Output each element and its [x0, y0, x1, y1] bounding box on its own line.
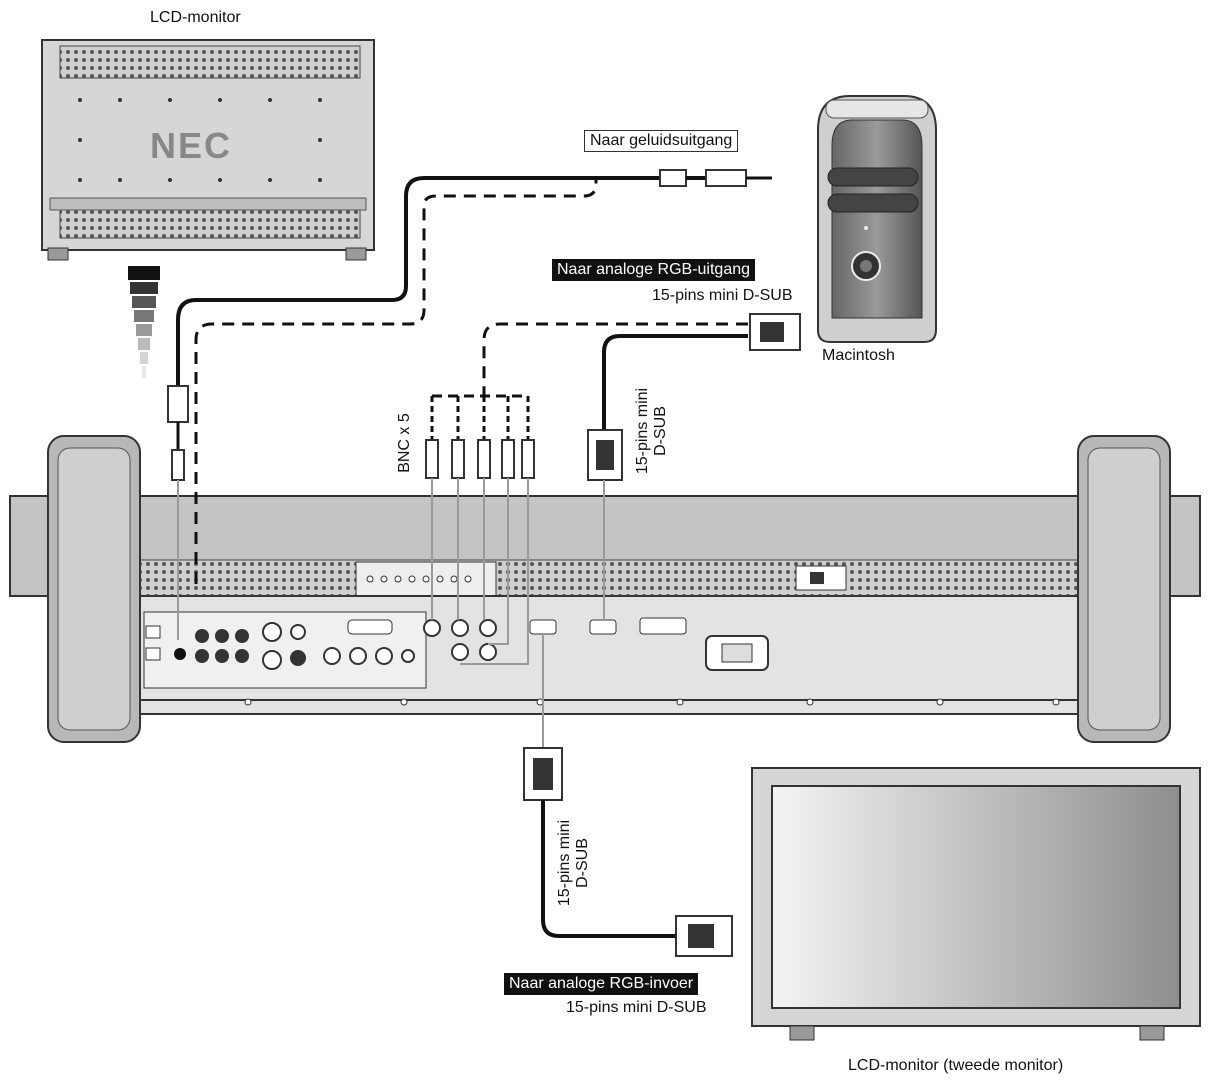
- dsub-connector-second-monitor: [675, 915, 733, 957]
- left-handle: [47, 435, 141, 743]
- vertical-dsub-top-line1: 15-pins mini: [634, 387, 651, 475]
- label-vertical-dsub-bottom: 15-pins mini D-SUB: [556, 808, 591, 918]
- audio-jack-icon: [705, 169, 747, 187]
- signal-gradient-icon: [128, 266, 160, 378]
- vertical-dsub-bottom-line1: 15-pins mini: [556, 819, 573, 907]
- label-analog-rgb-out: Naar analoge RGB-uitgang: [552, 259, 756, 281]
- dsub-connector-panel-top: [587, 429, 623, 481]
- macintosh-tower: [817, 95, 937, 343]
- dsub-connector-panel-bottom: [523, 747, 563, 801]
- nec-logo: NEC: [150, 125, 233, 166]
- vertical-dsub-bottom-line2: D-SUB: [573, 838, 591, 888]
- label-vertical-dsub-top: 15-pins mini D-SUB: [634, 376, 669, 486]
- vertical-dsub-top-line2: D-SUB: [651, 406, 669, 456]
- label-macintosh: Macintosh: [822, 347, 895, 364]
- bnc-connectors: [425, 439, 535, 479]
- output-dsub-cable: [541, 800, 676, 938]
- label-analog-rgb-in: Naar analoge RGB-invoer: [504, 973, 699, 995]
- dsub-connector-mac: [749, 313, 801, 351]
- label-dsub-right: 15-pins mini D-SUB: [652, 287, 793, 304]
- bnc-cable-dashed: [482, 322, 748, 396]
- label-bnc: BNC x 5: [396, 413, 413, 473]
- lcd-monitor-top: [41, 39, 375, 261]
- audio-plug-panel: [167, 385, 189, 640]
- lcd-monitor-second: [751, 767, 1201, 1041]
- audio-cable-dashed: [194, 178, 598, 584]
- label-lcd-monitor-top: LCD-monitor: [150, 9, 241, 26]
- mac-dsub-cable: [602, 334, 748, 430]
- label-second-monitor: LCD-monitor (tweede monitor): [848, 1057, 1064, 1074]
- label-audio-out: Naar geluidsuitgang: [584, 130, 739, 152]
- audio-ferrite-icon: [659, 169, 687, 187]
- label-dsub-bottom: 15-pins mini D-SUB: [566, 999, 707, 1016]
- right-handle: [1077, 435, 1171, 743]
- audio-cable: [176, 176, 660, 386]
